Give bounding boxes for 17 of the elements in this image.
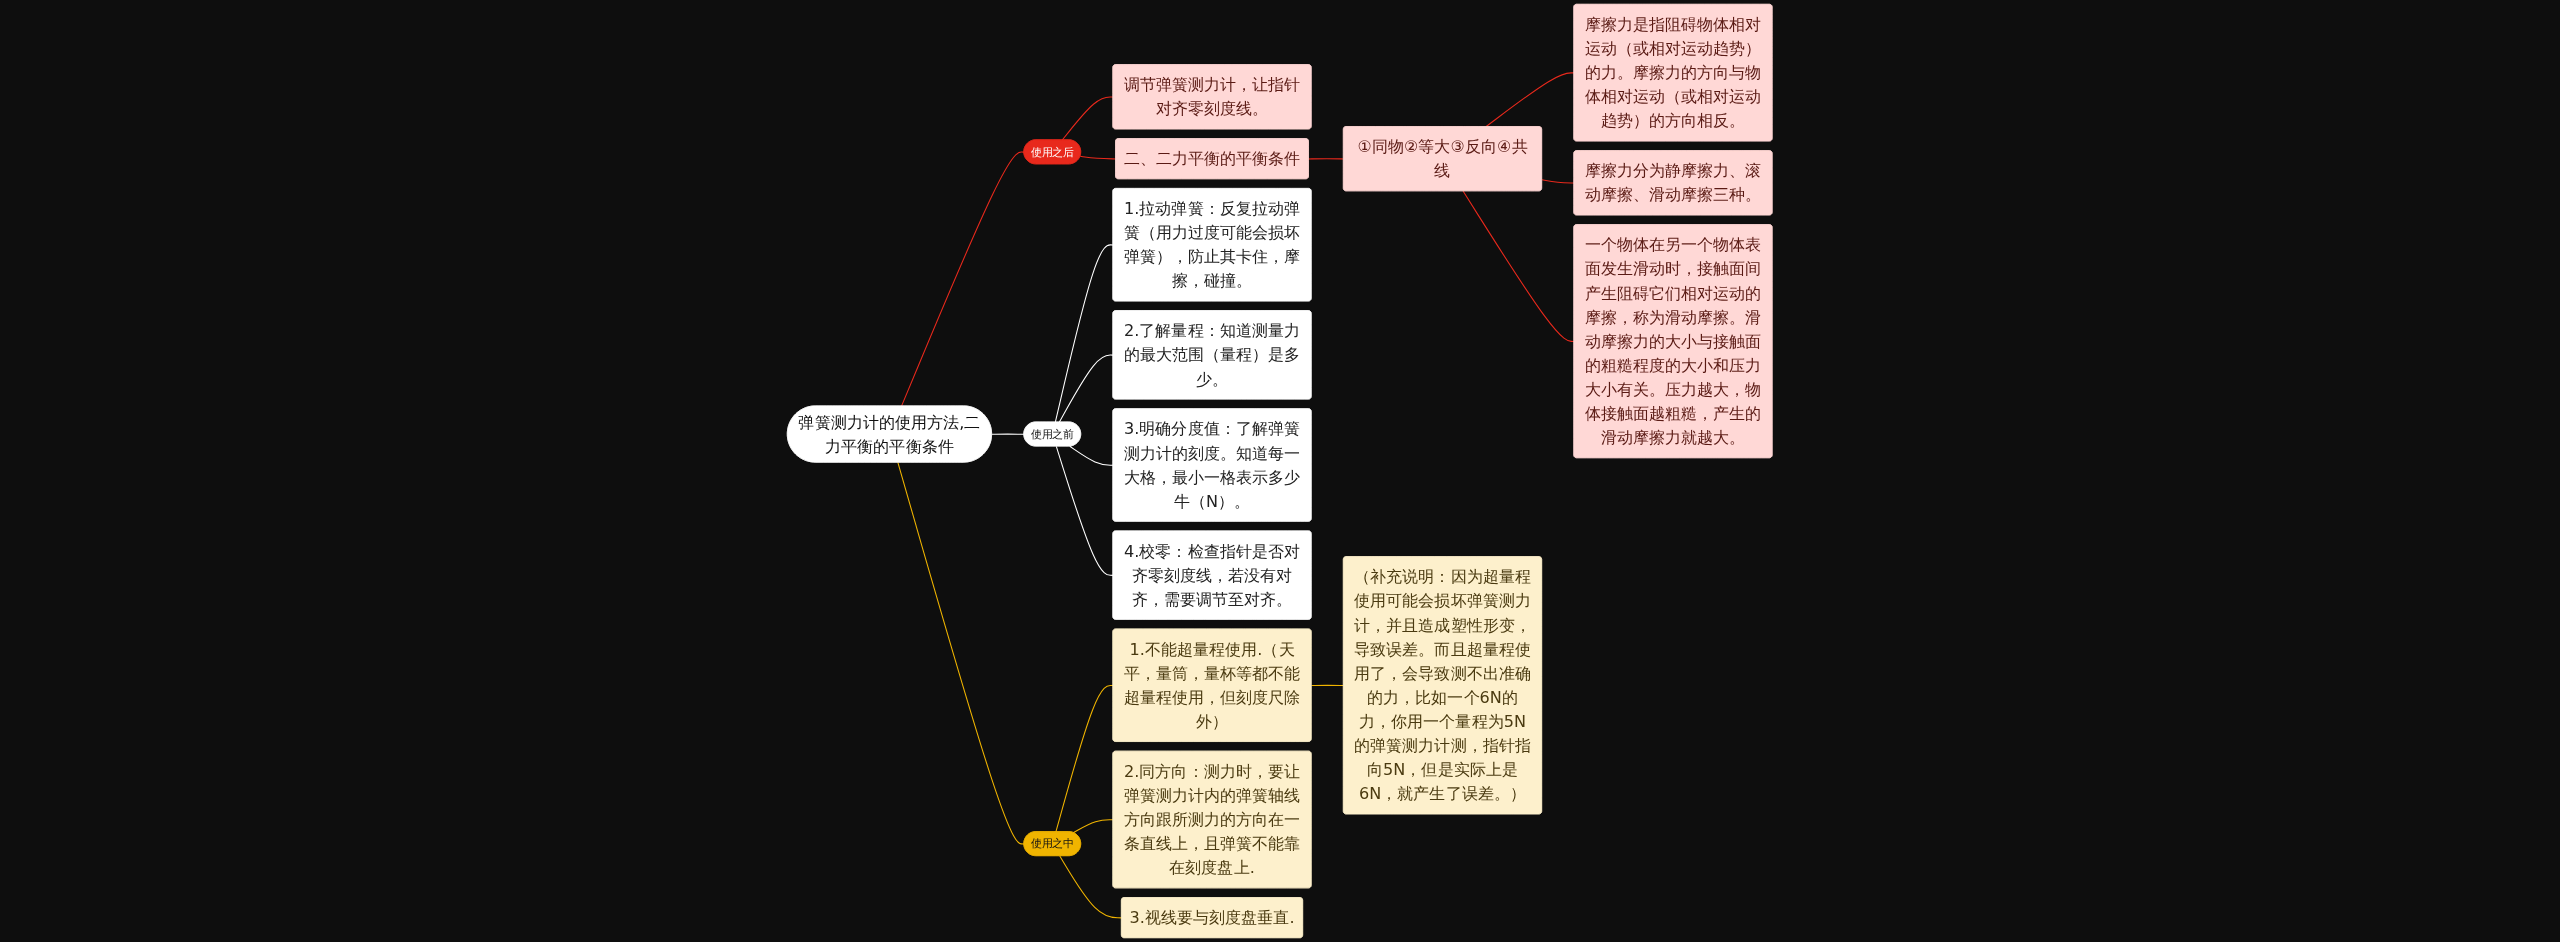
connector: [897, 461, 1025, 845]
connector: [1073, 819, 1114, 834]
connector: [991, 433, 1025, 435]
connector: [1462, 190, 1575, 342]
connector: [1311, 684, 1345, 687]
connector: [1541, 179, 1575, 184]
connector: [1055, 244, 1114, 423]
connector: [1069, 445, 1114, 466]
connector: [901, 151, 1025, 407]
connector: [1485, 72, 1575, 128]
connector: [1056, 445, 1114, 576]
connector: [1059, 855, 1123, 919]
connector: [1062, 96, 1114, 141]
connector: [1308, 158, 1345, 160]
connector: [1059, 354, 1114, 423]
connector: [1079, 155, 1117, 160]
connector: [1055, 684, 1114, 833]
